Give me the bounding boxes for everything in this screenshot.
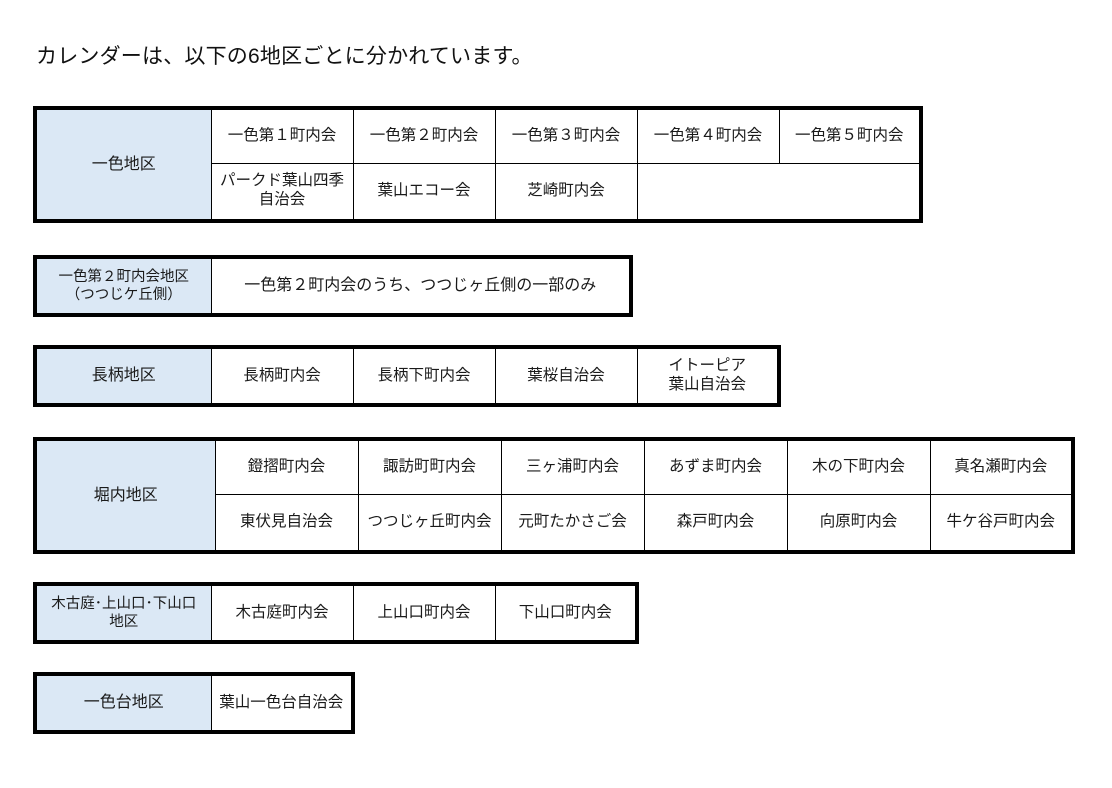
association-cell: 諏訪町町内会 bbox=[357, 438, 502, 495]
association-cell: 芝崎町内会 bbox=[494, 162, 638, 222]
association-cell: 一色第３町内会 bbox=[494, 107, 638, 164]
association-cell: あずま町内会 bbox=[643, 438, 788, 495]
district-table-isshikidai: 一色台地区 葉山一色台自治会 bbox=[33, 672, 355, 734]
empty-cell bbox=[779, 163, 921, 221]
association-cell: イトーピア葉山自治会 bbox=[636, 346, 780, 406]
association-cell: 三ヶ浦町内会 bbox=[500, 438, 645, 495]
association-cell: 葉山一色台自治会 bbox=[210, 673, 354, 733]
empty-cell bbox=[637, 163, 779, 221]
district-table-isshiki-2: 一色第２町内会地区（つつじケ丘側） 一色第２町内会のうち、つつじヶ丘側の一部のみ bbox=[33, 255, 633, 317]
association-cell: 木の下町内会 bbox=[786, 438, 931, 495]
table-row: 東伏見自治会 つつじヶ丘町内会 元町たかさご会 森戸町内会 向原町内会 牛ケ谷戸… bbox=[35, 493, 1074, 553]
association-cell: 葉桜自治会 bbox=[494, 346, 638, 406]
table-row: 長柄地区 長柄町内会 長柄下町内会 葉桜自治会 イトーピア葉山自治会 bbox=[34, 346, 780, 406]
district-header-horiuchi: 堀内地区 bbox=[34, 438, 216, 553]
district-table-isshiki: 一色地区 一色第１町内会 一色第２町内会 一色第３町内会 一色第４町内会 一色第… bbox=[33, 106, 923, 223]
association-cell: 牛ケ谷戸町内会 bbox=[929, 493, 1074, 553]
table-row: 一色地区 一色第１町内会 一色第２町内会 一色第３町内会 一色第４町内会 一色第… bbox=[34, 107, 922, 222]
table-row: 堀内地区 鐙摺町内会 諏訪町町内会 三ヶ浦町内会 あずま町内会 木の下町内会 真… bbox=[34, 438, 1074, 553]
district-header-kigoba: 木古庭･上山口･下山口地区 bbox=[34, 583, 212, 643]
district-table-kigoba: 木古庭･上山口･下山口地区 木古庭町内会 上山口町内会 下山口町内会 bbox=[33, 582, 639, 644]
intro-text: カレンダーは、以下の6地区ごとに分かれています。 bbox=[36, 45, 533, 68]
association-cell: つつじヶ丘町内会 bbox=[357, 493, 502, 553]
association-cell: 一色第２町内会のうち、つつじヶ丘側の一部のみ bbox=[210, 256, 632, 316]
association-cell: 下山口町内会 bbox=[494, 583, 638, 643]
district-header-isshiki: 一色地区 bbox=[34, 107, 212, 222]
association-cell: 一色第２町内会 bbox=[352, 107, 496, 164]
district-header-isshiki-2: 一色第２町内会地区（つつじケ丘側） bbox=[34, 256, 212, 316]
association-cell: 一色第５町内会 bbox=[778, 107, 922, 164]
association-cell: 向原町内会 bbox=[786, 493, 931, 553]
association-cell: 元町たかさご会 bbox=[500, 493, 645, 553]
association-cell: 木古庭町内会 bbox=[210, 583, 354, 643]
district-header-isshikidai: 一色台地区 bbox=[34, 673, 212, 733]
association-cell: 真名瀬町内会 bbox=[929, 438, 1074, 495]
table-row: パークド葉山四季自治会 葉山エコー会 芝崎町内会 bbox=[35, 162, 921, 222]
association-cell: 東伏見自治会 bbox=[214, 493, 359, 553]
district-header-nagae: 長柄地区 bbox=[34, 346, 212, 406]
district-table-horiuchi: 堀内地区 鐙摺町内会 諏訪町町内会 三ヶ浦町内会 あずま町内会 木の下町内会 真… bbox=[33, 437, 1075, 554]
association-cell: 一色第１町内会 bbox=[210, 107, 354, 164]
association-cell: 森戸町内会 bbox=[643, 493, 788, 553]
district-table-nagae: 長柄地区 長柄町内会 長柄下町内会 葉桜自治会 イトーピア葉山自治会 bbox=[33, 345, 781, 407]
association-cell: パークド葉山四季自治会 bbox=[210, 162, 354, 222]
table-row: 木古庭･上山口･下山口地区 木古庭町内会 上山口町内会 下山口町内会 bbox=[34, 583, 638, 643]
table-row: 一色第２町内会地区（つつじケ丘側） 一色第２町内会のうち、つつじヶ丘側の一部のみ bbox=[34, 256, 632, 316]
association-cell: 鐙摺町内会 bbox=[214, 438, 359, 495]
table-row: 一色台地区 葉山一色台自治会 bbox=[34, 673, 354, 733]
association-cell: 長柄下町内会 bbox=[352, 346, 496, 406]
association-cell: 上山口町内会 bbox=[352, 583, 496, 643]
association-cell: 葉山エコー会 bbox=[352, 162, 496, 222]
association-cell: 長柄町内会 bbox=[210, 346, 354, 406]
association-cell: 一色第４町内会 bbox=[636, 107, 780, 164]
